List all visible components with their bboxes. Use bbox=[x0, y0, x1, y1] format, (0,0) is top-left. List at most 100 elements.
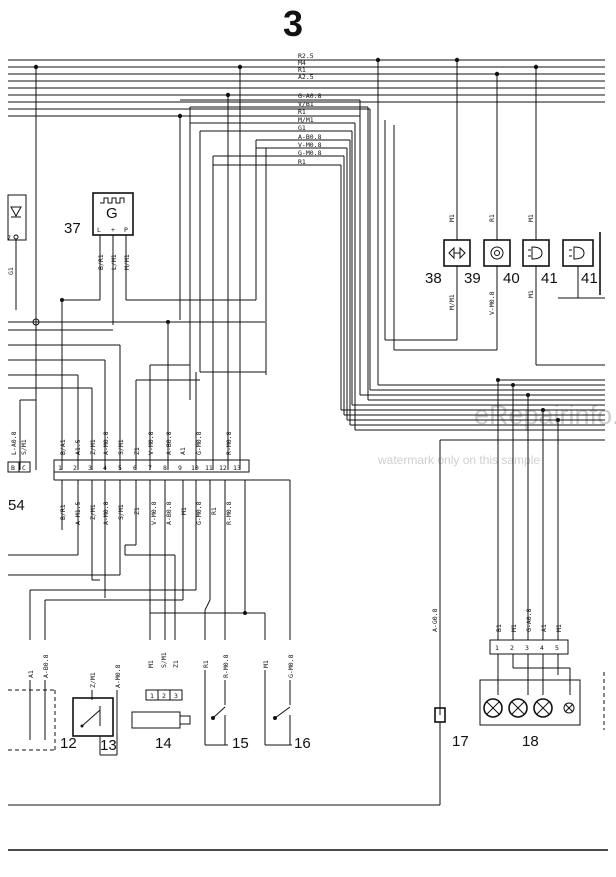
pulse-generator-icon bbox=[100, 197, 125, 204]
component-18-connector: 1 2 3 4 5 bbox=[489, 639, 569, 655]
wire-label: B/A1 bbox=[59, 439, 67, 455]
pin-number: 1 bbox=[58, 464, 62, 472]
wire-label: V-M0.8 bbox=[147, 431, 155, 455]
wire-label: M1 bbox=[180, 507, 188, 515]
lamp-label: R1 bbox=[488, 214, 496, 222]
wire-label: Z1 bbox=[172, 660, 180, 668]
lower-harness bbox=[8, 479, 291, 640]
wire-label: R-M0.8 bbox=[225, 431, 233, 455]
pin-number: 3 bbox=[525, 644, 529, 652]
bulb-icon bbox=[508, 698, 528, 718]
component-number: 41 bbox=[541, 270, 558, 287]
component-16: M1 G-M0.8 16 bbox=[262, 654, 311, 752]
horn-icon bbox=[490, 246, 504, 260]
bus2-label: V/B1 bbox=[298, 100, 314, 108]
component-37: G L + P 37 B/R1 L/M1 M/M1 bbox=[62, 192, 256, 325]
wire-label: A-M0.8 bbox=[102, 431, 110, 455]
wire-label: A-M0.8 bbox=[114, 664, 122, 688]
wire-label: A-B0.8 bbox=[165, 501, 173, 525]
pin-label: P bbox=[124, 226, 128, 234]
switch-icon bbox=[273, 706, 291, 720]
wire-label: G-M0.8 bbox=[195, 431, 203, 455]
lamp-label: M1 bbox=[527, 290, 535, 298]
lamp-bottom-labels: M/M1 V-M0.8 M1 bbox=[448, 290, 535, 315]
lamp-label: M1 bbox=[527, 214, 535, 222]
lamp-label: V-M0.8 bbox=[488, 291, 496, 315]
bus-junctions bbox=[33, 57, 539, 119]
component-14: M1 S/M1 Z1 1 2 3 14 bbox=[131, 652, 191, 752]
wire-label: A1.5 bbox=[74, 439, 82, 455]
page-number: 3 bbox=[283, 3, 303, 44]
pin-number: 1 bbox=[150, 692, 154, 700]
component-number: 14 bbox=[155, 735, 172, 752]
secondary-bus bbox=[180, 99, 368, 166]
wire-label: M1 bbox=[510, 624, 518, 632]
lamp-feed-labels: M1 R1 M1 bbox=[448, 214, 535, 222]
wire-label: S/M1 bbox=[117, 504, 125, 520]
pin-label: + bbox=[111, 226, 115, 234]
lamp-39: 39 bbox=[464, 239, 511, 287]
wire-label: R1 bbox=[210, 507, 218, 515]
pin-number: 4 bbox=[103, 464, 107, 472]
secondary-bus-labels: G-A0.8 V/B1 R1 M/M1 G1 A-B0.8 V-M0.8 G-M… bbox=[298, 92, 322, 166]
wire-label: A-B0.8 bbox=[165, 431, 173, 455]
headlamp-icon bbox=[569, 246, 585, 260]
wire-label: G-A0.8 bbox=[525, 608, 533, 632]
component-37-letter: G bbox=[106, 205, 118, 222]
connector-letter: B bbox=[11, 464, 15, 472]
pin-number: 6 bbox=[133, 464, 137, 472]
wire-label: Z/M1 bbox=[89, 439, 97, 455]
component-number: 41 bbox=[581, 270, 598, 287]
wire-label: A1 bbox=[179, 447, 187, 455]
left-mark: G1 bbox=[7, 267, 15, 275]
pin-number: 8 bbox=[163, 464, 167, 472]
bulb-icon bbox=[533, 698, 553, 718]
pin-number: 5 bbox=[118, 464, 122, 472]
pin-number: 3 bbox=[88, 464, 92, 472]
watermark-note: watermark only on this sample bbox=[377, 453, 540, 467]
component-17: A-G0.8 17 bbox=[8, 608, 469, 806]
pin-label: L bbox=[97, 226, 101, 234]
wire-label: M/M1 bbox=[123, 254, 131, 270]
wire-label: A-G0.8 bbox=[431, 608, 439, 632]
diode-icon bbox=[10, 206, 22, 218]
connector-letter: C bbox=[22, 464, 26, 472]
wire-label: A1 bbox=[540, 624, 548, 632]
wire-label: R1 bbox=[202, 660, 210, 668]
wire-label: B/R1 bbox=[97, 254, 105, 270]
switch-icon bbox=[211, 706, 226, 720]
component-number: 17 bbox=[452, 733, 469, 750]
bus-label: M4 bbox=[298, 59, 306, 67]
wire-label: M1 bbox=[262, 660, 270, 668]
component-number: 18 bbox=[522, 733, 539, 750]
hazard-lamp-icon bbox=[448, 246, 466, 260]
wire-label: G-M0.8 bbox=[195, 501, 203, 525]
headlamp-icon bbox=[528, 246, 543, 260]
bus2-label: R1 bbox=[298, 158, 306, 166]
wire-label: B1 bbox=[495, 624, 503, 632]
component-number: 12 bbox=[60, 735, 77, 752]
bus2-label: R1 bbox=[298, 108, 306, 116]
bulb-icon bbox=[483, 698, 503, 718]
pin-number: 2 bbox=[162, 692, 166, 700]
bus2-label: M/M1 bbox=[298, 116, 314, 124]
component-number: 38 bbox=[425, 270, 442, 287]
wire-label: R-M0.8 bbox=[225, 501, 233, 525]
switch-icon bbox=[80, 706, 101, 728]
wire-label: L/M1 bbox=[110, 254, 118, 270]
pin-number: 12 bbox=[219, 464, 227, 472]
wire-label: Z/M1 bbox=[89, 672, 97, 688]
component-18-labels: B1 M1 G-A0.8 A1 M1 bbox=[495, 608, 563, 632]
wire-label: S/M1 bbox=[160, 652, 168, 668]
bus-label: A2.5 bbox=[298, 73, 314, 81]
bus2-label: A-B0.8 bbox=[298, 133, 322, 141]
wire-label: L-A0.8 bbox=[10, 431, 18, 455]
wire-label: Z1 bbox=[133, 507, 141, 515]
bulb-icon bbox=[563, 702, 575, 714]
bus-label: R2.5 bbox=[298, 52, 314, 60]
pin-number: 13 bbox=[233, 464, 241, 472]
wire-label: V-M0.8 bbox=[150, 501, 158, 525]
wire-label: G-M0.8 bbox=[287, 654, 295, 678]
wire-label: B/R1 bbox=[59, 504, 67, 520]
